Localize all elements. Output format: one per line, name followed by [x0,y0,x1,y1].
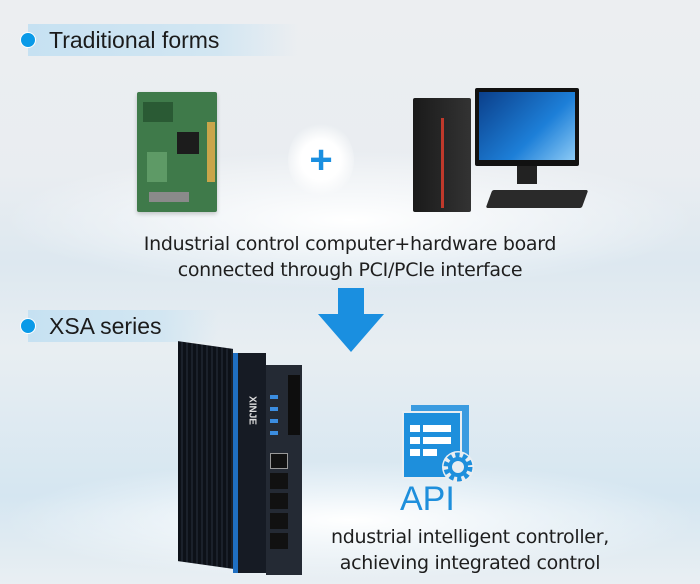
caption-line: connected through PCI/PCle interface [177,259,523,281]
pc-monitor-screen [479,92,575,160]
background-wave [0,460,700,580]
board-chip [147,152,167,182]
section-heading-xsa: XSA series [20,310,218,342]
board-chip [177,132,199,154]
device-brand: XINJE [246,396,258,425]
down-arrow-icon [318,288,384,352]
device-side [238,353,266,573]
terminal-block [288,375,300,435]
section-heading-traditional: Traditional forms [20,24,298,56]
device-heatsink [178,341,233,569]
xsa-caption: ndustrial intelligent controller, achiev… [300,524,640,576]
traditional-caption: Industrial control computer+hardware boa… [100,231,600,283]
bullet-icon [20,318,36,334]
caption-line: Industrial control computer+hardware boa… [143,233,557,255]
api-label: API [400,480,455,518]
hardware-board-image [137,92,217,212]
pc-tower [413,98,471,212]
caption-line: ndustrial intelligent controller, [331,526,609,548]
ethernet-ports [270,453,288,469]
pc-tower-stripe [441,118,444,208]
pc-monitor [475,88,579,166]
board-bracket [149,192,189,202]
usb-ports [270,395,278,399]
api-icon [402,405,474,483]
device-front-panel [266,365,302,575]
caption-line: achieving integrated control [339,552,601,574]
plus-icon: + [288,122,354,198]
board-connector [207,122,215,182]
desktop-computer-image [413,88,593,213]
bullet-icon [20,32,36,48]
board-chip [143,102,173,122]
pc-keyboard [485,190,589,208]
section-title: Traditional forms [49,26,220,53]
device-blue-stripe [233,353,238,573]
pc-monitor-stand [517,166,537,184]
xsa-controller-image: XINJE [178,335,303,584]
section-title: XSA series [49,312,162,339]
